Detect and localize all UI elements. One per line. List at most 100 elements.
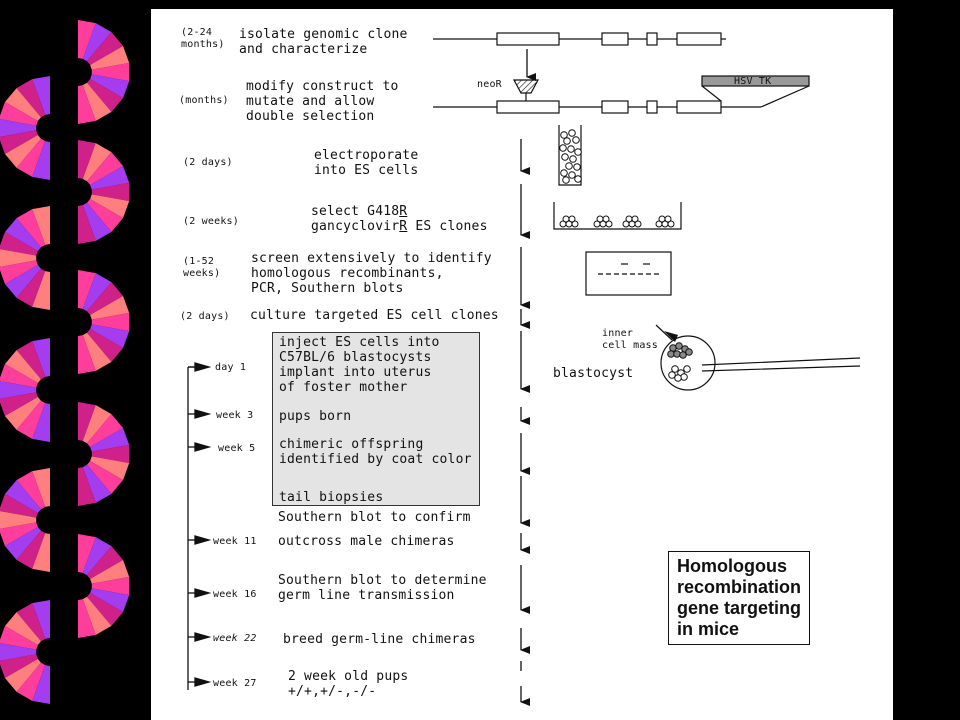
ribbon-fan xyxy=(0,76,50,180)
ribbon-segment xyxy=(86,79,124,112)
ribbon-segment xyxy=(4,218,42,251)
colony-dot xyxy=(625,215,633,223)
es-cell xyxy=(680,373,688,381)
timeline-text-southern-confirm: Southern blot to confirm xyxy=(278,510,471,525)
ribbon-segment xyxy=(90,428,130,452)
cell-dot xyxy=(574,148,582,156)
ribbon-fan xyxy=(78,140,130,244)
timeline-arrowhead xyxy=(194,535,212,545)
ribbon-segment xyxy=(16,530,46,569)
ribbon-segment xyxy=(82,464,112,503)
blot-gel-icon xyxy=(585,251,672,296)
ribbon-segment xyxy=(82,23,112,62)
ribbon-segment xyxy=(91,312,130,332)
icm-cell xyxy=(685,348,693,356)
ribbon-segment xyxy=(0,511,37,529)
ribbon-segment xyxy=(90,588,130,612)
step-3-time: (2 days) xyxy=(183,157,233,168)
ribbon-segment xyxy=(0,626,38,650)
ribbon-segment xyxy=(16,79,46,118)
cell-dot xyxy=(572,136,580,144)
colony-dot xyxy=(568,215,576,223)
ribbon-segment xyxy=(4,135,42,168)
ribbon-segment xyxy=(78,534,96,573)
ribbon-segment xyxy=(0,249,37,267)
ribbon-segment xyxy=(82,332,112,371)
colony-dot xyxy=(562,215,570,223)
cell-dot xyxy=(565,162,573,170)
step-6-text: culture targeted ES cell clones xyxy=(250,308,499,323)
ribbon-segment xyxy=(4,527,42,560)
ribbon-segment xyxy=(86,461,124,494)
timeline-arrowhead xyxy=(194,409,212,419)
ribbon-segment xyxy=(90,296,130,320)
ribbon-segment xyxy=(86,199,124,232)
ribbon-segment xyxy=(90,194,130,218)
ribbon-segment xyxy=(90,456,130,480)
es-cell xyxy=(668,371,676,379)
embryo-stage-box xyxy=(272,332,480,506)
timeline-text-inject: inject ES cells into C57BL/6 blastocysts… xyxy=(279,335,440,395)
ribbon-segment xyxy=(91,182,130,202)
timeline-arrowhead xyxy=(194,632,212,642)
timeline-label-day-1: day 1 xyxy=(215,362,247,373)
ribbon-segment xyxy=(32,403,50,442)
ribbon-segment xyxy=(16,138,46,177)
neor-label: neoR xyxy=(477,79,502,90)
timeline-arrowhead xyxy=(194,362,212,372)
ribbon-segment xyxy=(16,400,46,439)
title-line-2: recombination xyxy=(677,577,802,597)
step-5-time: (1-52 weeks) xyxy=(183,256,221,279)
colony-dot xyxy=(667,220,675,228)
ribbon-segment xyxy=(0,232,38,256)
ribbon-segment xyxy=(0,654,38,678)
step-2-time: (months) xyxy=(179,95,229,106)
ribbon-segment xyxy=(78,467,96,506)
ribbon-segment xyxy=(4,265,42,298)
ribbon-segment xyxy=(90,324,130,348)
ribbon-segment xyxy=(91,444,130,464)
ribbon-segment xyxy=(0,381,37,399)
step-1-time: (2-24 months) xyxy=(181,27,225,50)
ribbon-segment xyxy=(32,468,50,507)
timeline-label-week-3: week 3 xyxy=(216,410,254,421)
ribbon-segment xyxy=(78,20,96,59)
ribbon-segment xyxy=(82,82,112,121)
ribbon-fan xyxy=(0,338,50,442)
timeline-arrowhead xyxy=(194,677,212,687)
timeline-label-week-16: week 16 xyxy=(213,589,257,600)
cell-dot xyxy=(573,163,581,171)
colony-dot xyxy=(602,215,610,223)
ribbon-fan xyxy=(78,534,130,638)
ribbon-segment xyxy=(4,612,42,645)
ribbon-segment xyxy=(82,596,112,635)
ribbon-segment xyxy=(82,202,112,241)
ribbon-segment xyxy=(78,205,96,244)
ribbon-segment xyxy=(0,130,38,154)
step-1-text: isolate genomic clone and characterize xyxy=(239,27,408,57)
cell-dot xyxy=(574,175,582,183)
ribbon-segment xyxy=(16,662,46,701)
timeline-label-week-11: week 11 xyxy=(213,536,257,547)
cell-dot xyxy=(559,144,567,152)
step-4-text-e: ES clones xyxy=(407,219,488,234)
ribbon-segment xyxy=(82,405,112,444)
ribbon-fan xyxy=(78,20,130,124)
blastocyst-injection-icon xyxy=(655,324,861,391)
ribbon-segment xyxy=(78,85,96,124)
ribbon-segment xyxy=(78,335,96,374)
ribbon-segment xyxy=(16,341,46,380)
test-tube-icon xyxy=(558,125,582,186)
ribbon-fan xyxy=(0,206,50,310)
diagram-panel: (2-24 months) isolate genomic clone and … xyxy=(151,9,893,720)
ribbon-segment xyxy=(0,643,37,661)
ribbon-segment xyxy=(4,659,42,692)
icm-cell xyxy=(679,351,687,359)
timeline-bracket xyxy=(187,362,212,690)
step-4-time: (2 weeks) xyxy=(183,216,239,227)
colony-dot xyxy=(605,220,613,228)
es-cell xyxy=(683,365,691,373)
timeline-text-outcross: outcross male chimeras xyxy=(278,534,455,549)
ribbon-segment xyxy=(32,600,50,639)
cell-dot xyxy=(563,137,571,145)
